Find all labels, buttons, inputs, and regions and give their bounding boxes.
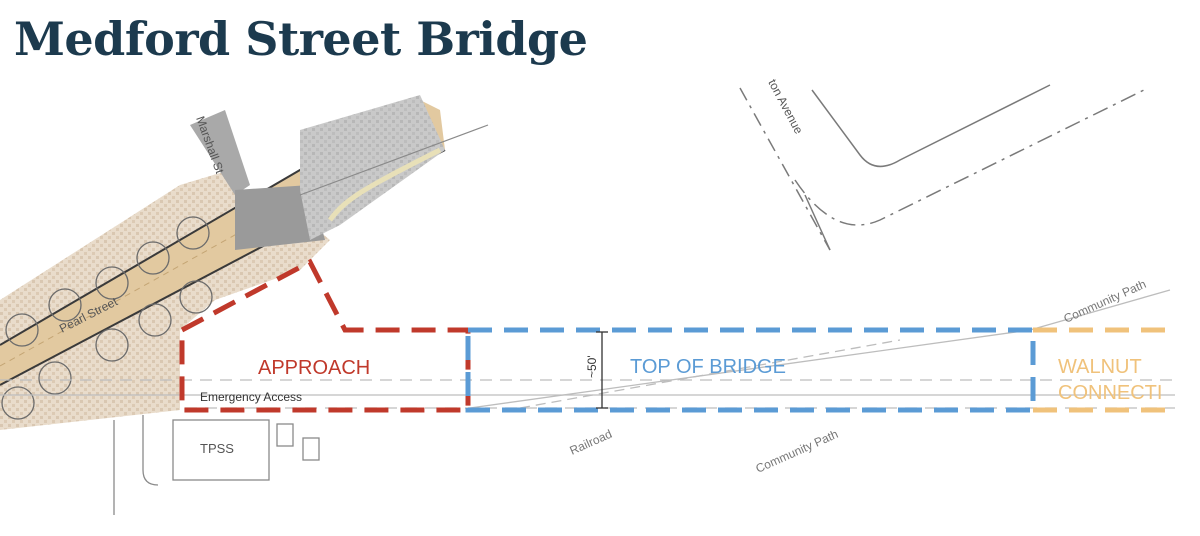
railroad-label: Railroad (568, 427, 615, 458)
avenue-lines (739, 84, 1149, 251)
top-of-bridge-label: TOP OF BRIDGE (630, 356, 786, 378)
community-path-lower-label: Community Path (754, 427, 841, 476)
dimension-label: ~50' (585, 355, 599, 378)
dimension-marker (596, 331, 608, 409)
walnut-label-line2: CONNECTI (1058, 382, 1162, 404)
tpss-building (113, 415, 320, 515)
street-trees (1, 216, 213, 420)
approach-label: APPROACH (258, 357, 370, 379)
page-title: Medford Street Bridge (14, 12, 588, 66)
walnut-connection-zone (1033, 327, 1172, 413)
walnut-label-line1: WALNUT (1058, 356, 1142, 378)
emergency-access-label: Emergency Access (200, 390, 302, 404)
marshall-street (190, 110, 250, 195)
community-path-upper-label: Community Path (1062, 277, 1149, 326)
tpss-label: TPSS (200, 441, 234, 456)
avenue-label: ton Avenue (765, 77, 806, 137)
